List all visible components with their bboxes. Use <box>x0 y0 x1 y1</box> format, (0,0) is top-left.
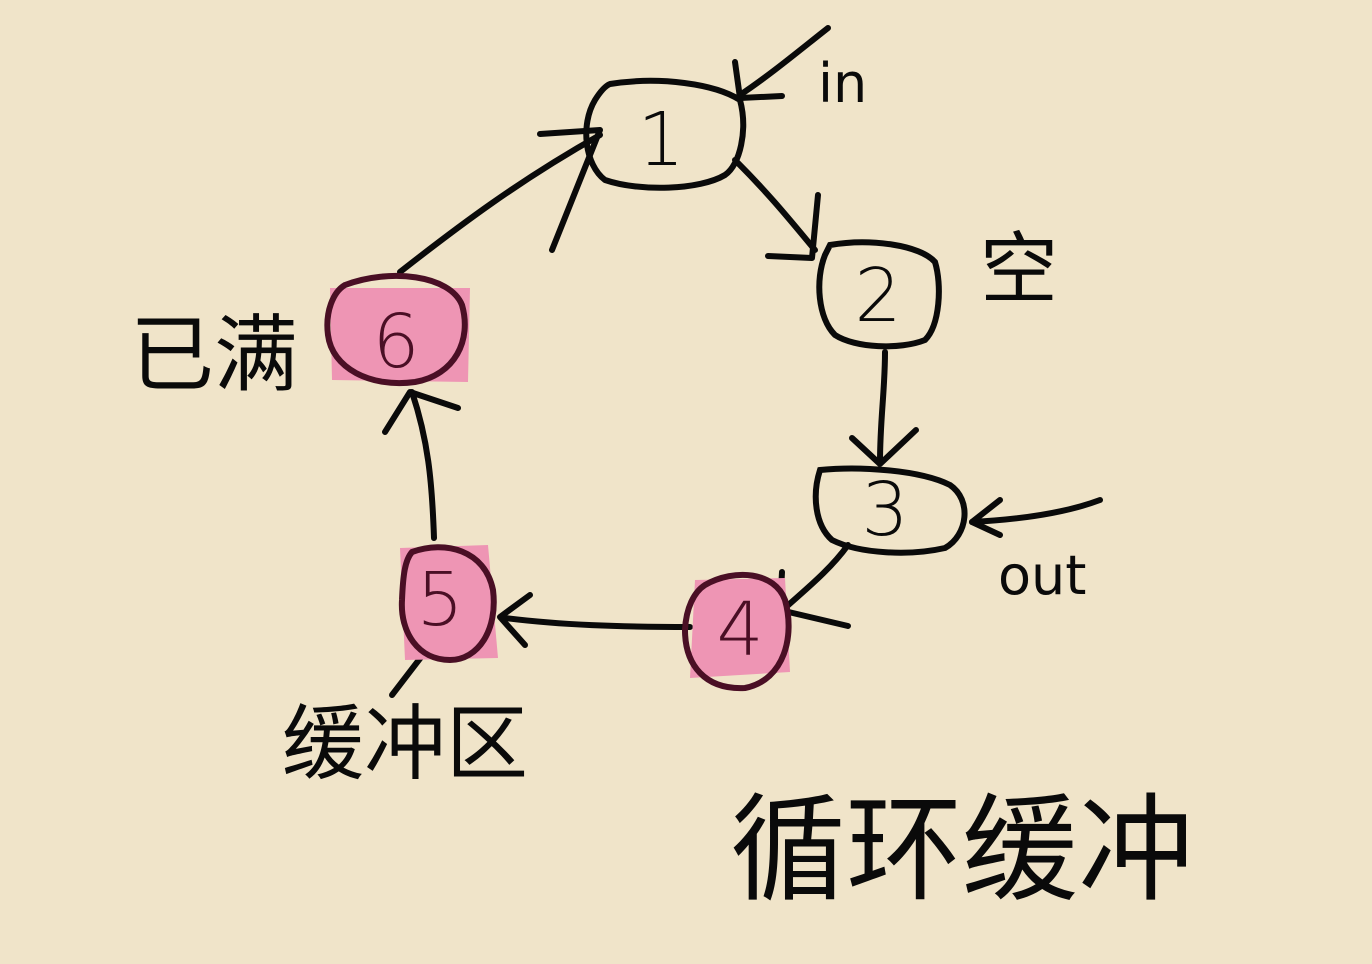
arrowhead-4-to-5 <box>497 592 533 648</box>
slot-4-outline <box>681 571 792 692</box>
arrow-6-to-1 <box>397 132 603 275</box>
arrow-in-pointer <box>737 25 831 98</box>
slot-5: 5 <box>398 544 498 664</box>
arrowhead-5-to-6 <box>382 389 461 435</box>
slot-4-fill <box>690 578 790 678</box>
slot-4: 4 <box>681 571 792 692</box>
slot-5-number: 5 <box>416 557 463 643</box>
arrow-1-to-2 <box>732 157 818 253</box>
slot-2-outline <box>816 239 942 350</box>
slot-6-fill <box>330 288 470 382</box>
diagram-title: 循环缓冲 <box>730 783 1194 918</box>
slot-6-number: 6 <box>372 299 419 385</box>
arrowhead-6-to-1 <box>537 127 603 253</box>
buffer-label: 缓冲区 <box>282 697 528 792</box>
arrowhead-1-to-2 <box>765 192 821 261</box>
slot-3: 3 <box>812 465 968 556</box>
slot-4-number: 4 <box>716 587 763 673</box>
slot-1-number: 1 <box>637 97 684 183</box>
full-label: 已满 <box>130 306 298 404</box>
arrow-5-to-6 <box>409 389 437 541</box>
arrow-2-to-3 <box>877 349 888 465</box>
slot-3-outline <box>812 465 968 556</box>
empty-label: 空 <box>980 225 1058 315</box>
arrow-out-pointer <box>969 497 1103 525</box>
slot-5-outline <box>398 544 497 664</box>
arrow-4-to-5 <box>502 615 693 630</box>
arrow-3-to-4 <box>782 542 851 611</box>
slot-3-number: 3 <box>861 467 908 553</box>
arrowhead-out-pointer <box>969 497 1003 538</box>
slot-2-number: 2 <box>854 253 901 339</box>
arrowhead-2-to-3 <box>849 427 919 467</box>
out-label: out <box>998 544 1086 607</box>
slot-6-outline <box>324 272 468 386</box>
slot-2: 2 <box>816 239 942 350</box>
slot-6: 6 <box>324 272 470 386</box>
slot-5-fill <box>400 545 498 660</box>
in-label: in <box>818 52 867 115</box>
slot-1-outline <box>583 77 747 191</box>
slot-1: 1 <box>583 77 747 191</box>
